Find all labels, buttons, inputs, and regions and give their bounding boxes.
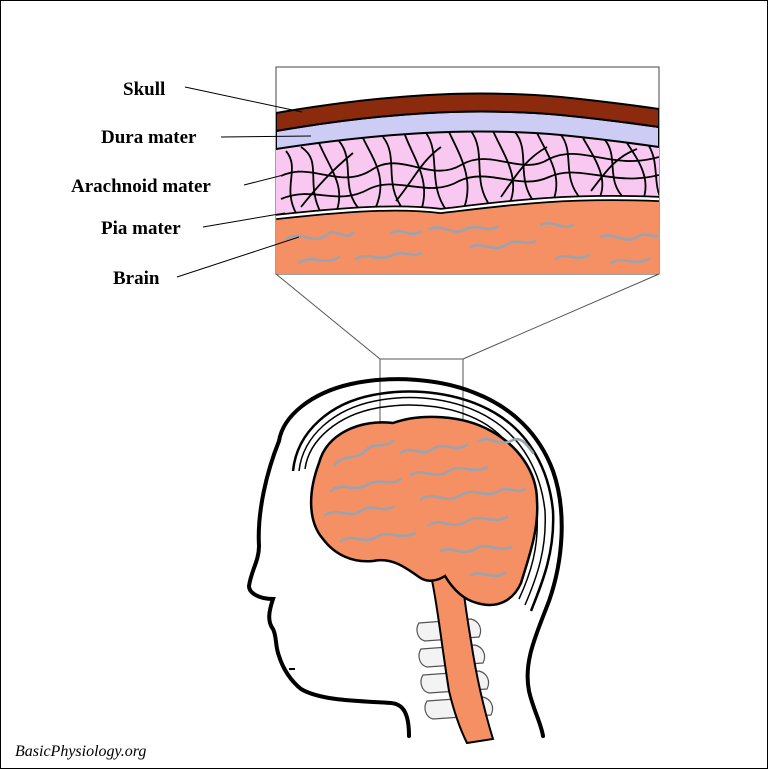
- skull-inner-line-3: [304, 404, 539, 600]
- label-pia-mater: Pia mater: [101, 218, 181, 239]
- skull-inner-line-1: [291, 390, 555, 612]
- label-dura-mater: Dura mater: [101, 127, 197, 148]
- brain-gyri: [323, 437, 535, 578]
- leader-lines: [176, 86, 312, 278]
- inset-trabeculae: [280, 130, 659, 216]
- label-brain: Brain: [113, 268, 160, 289]
- head-outline: [246, 377, 564, 738]
- inset-skull-layer: [276, 92, 659, 133]
- label-skull: Skull: [123, 79, 165, 100]
- label-arachnoid-mater: Arachnoid mater: [71, 176, 211, 197]
- head-illustration: [246, 377, 564, 745]
- brain-shape: [309, 415, 539, 607]
- credit-text: BasicPhysiology.org: [15, 743, 147, 760]
- spinal-cord: [429, 569, 495, 745]
- inset-gyri: [284, 222, 659, 265]
- inset-panel: [275, 66, 660, 275]
- skull-inner-line-2: [298, 396, 546, 606]
- zoom-connector: [275, 273, 660, 438]
